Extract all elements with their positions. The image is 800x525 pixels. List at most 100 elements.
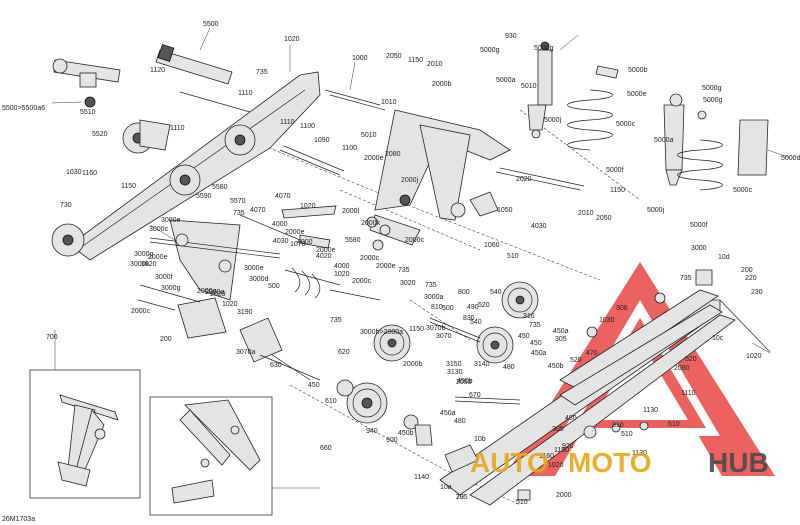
part-number-label: 2050 (596, 215, 612, 222)
part-number-label: 3000h>2000a (360, 329, 403, 336)
part-number-label: 5010 (361, 132, 377, 139)
inset-box-3000 (29, 369, 141, 499)
part-number-label: 2000e (364, 155, 384, 162)
part-number-label: 1110 (280, 119, 295, 126)
part-number-label: 3000e (161, 217, 181, 224)
part-number-label: 510 (621, 431, 633, 438)
part-number-label: 2000e (376, 263, 396, 270)
idler-wheels (336, 281, 539, 430)
part-number-label: 3000g (161, 285, 181, 292)
part-number-label: 510 (668, 421, 680, 428)
part-number-label: 2000a (197, 288, 217, 295)
part-number-label: 5000c (616, 121, 636, 128)
part-number-label: 1150 (554, 447, 569, 454)
part-number-label: 5000f (690, 222, 708, 229)
part-number-label: 2000e (316, 247, 336, 254)
part-number-label: 10c (712, 335, 724, 342)
part-number-label: 735 (425, 282, 437, 289)
part-number-label: 1110 (238, 90, 253, 97)
part-number-label: 1030 (66, 169, 82, 176)
part-number-label: 500 (442, 305, 454, 312)
part-number-label: 310 (612, 422, 624, 429)
part-number-label: 5000b (628, 67, 648, 74)
part-number-label: 3000a (424, 294, 444, 301)
part-number-label: 1150 (408, 57, 423, 64)
part-number-label: 10a (440, 484, 452, 491)
part-number-label: 510 (516, 499, 528, 506)
part-number-label: 3070 (436, 333, 452, 340)
part-number-label: 1110 (681, 390, 696, 397)
part-number-label: 5010 (521, 83, 537, 90)
part-number-label: 450 (518, 333, 530, 340)
part-number-label: 4030 (531, 223, 547, 230)
front-arm-3000 (137, 219, 281, 339)
part-number-label: 5580 (345, 237, 361, 244)
part-number-label: 735 (233, 210, 245, 217)
part-number-label: 1110 (170, 125, 185, 132)
part-number-label: 5500 (203, 21, 219, 28)
part-number-label: 450a (553, 328, 569, 335)
part-number-label: 5000j (647, 207, 665, 214)
part-number-label: 510 (507, 253, 519, 260)
part-number-label: 450a (531, 350, 547, 357)
part-number-label: 3070b (426, 325, 446, 332)
part-number-label: 4000 (334, 263, 350, 270)
part-number-label: 220 (745, 275, 757, 282)
part-number-label: 1100 (300, 123, 315, 130)
part-number-label: 1000 (352, 55, 368, 62)
spacer-630 (239, 317, 321, 381)
part-number-label: 620 (338, 349, 350, 356)
part-number-label: 735 (456, 494, 468, 501)
part-number-label: 540 (490, 289, 502, 296)
part-number-label: 2000c (405, 237, 425, 244)
part-number-label: 2000c (131, 308, 151, 315)
part-number-label: 5000g (480, 47, 500, 54)
shock-5500 (155, 43, 233, 85)
part-number-label: 450b (457, 378, 473, 385)
part-number-label: 316 (523, 313, 535, 320)
watermark-hub: HUB (708, 447, 769, 478)
part-number-label: 610 (325, 398, 337, 405)
part-number-label: 3070a (236, 349, 256, 356)
part-number-label: 2000b (432, 81, 452, 88)
part-number-label: 5520 (92, 131, 108, 138)
part-number-label: 735 (256, 69, 268, 76)
part-number-label: 1020 (284, 36, 300, 43)
part-number-label: 2010 (427, 61, 443, 68)
part-number-label: 3000d (249, 276, 269, 283)
slide-rails (414, 269, 771, 506)
part-number-label: 500 (268, 283, 280, 290)
part-number-label: 5000e (627, 91, 647, 98)
part-number-label: 305 (552, 426, 564, 433)
part-number-label: 4000 (297, 239, 313, 246)
part-number-label: 1020 (222, 301, 238, 308)
part-number-label: 1130 (632, 450, 647, 457)
leader-lines (51, 27, 791, 489)
part-number-label: 10b (474, 436, 486, 443)
part-number-label: 520 (570, 357, 582, 364)
part-number-label: 5000f (606, 167, 624, 174)
part-number-label: 3000k (130, 261, 150, 268)
part-number-label: 5000a (496, 77, 516, 84)
part-number-label: 5590 (196, 193, 212, 200)
part-number-label: 1140 (414, 474, 429, 481)
part-number-label: 2020 (210, 291, 226, 298)
part-number-label: 1020 (746, 353, 762, 360)
part-number-label: 5510 (80, 109, 96, 116)
center-links (281, 191, 499, 251)
part-number-label: 1100 (342, 145, 357, 152)
part-number-label: 1060 (484, 242, 500, 249)
part-number-label: 5000g (702, 85, 722, 92)
part-number-label: 730 (60, 202, 72, 209)
part-number-label: 1050 (497, 207, 513, 214)
part-number-label: 5000d (781, 155, 800, 162)
part-number-label: 230 (751, 289, 763, 296)
watermark-text: AUTO MOTO HUB (470, 447, 769, 478)
part-number-label: 1070 (290, 241, 306, 248)
part-number-label: 2000c (360, 255, 380, 262)
part-number-label: 2080 (674, 365, 690, 372)
part-number-label: 450b (548, 363, 564, 370)
part-number-label: 480 (565, 415, 577, 422)
part-number-label: 900 (386, 437, 398, 444)
part-number-label: 2050 (386, 53, 402, 60)
